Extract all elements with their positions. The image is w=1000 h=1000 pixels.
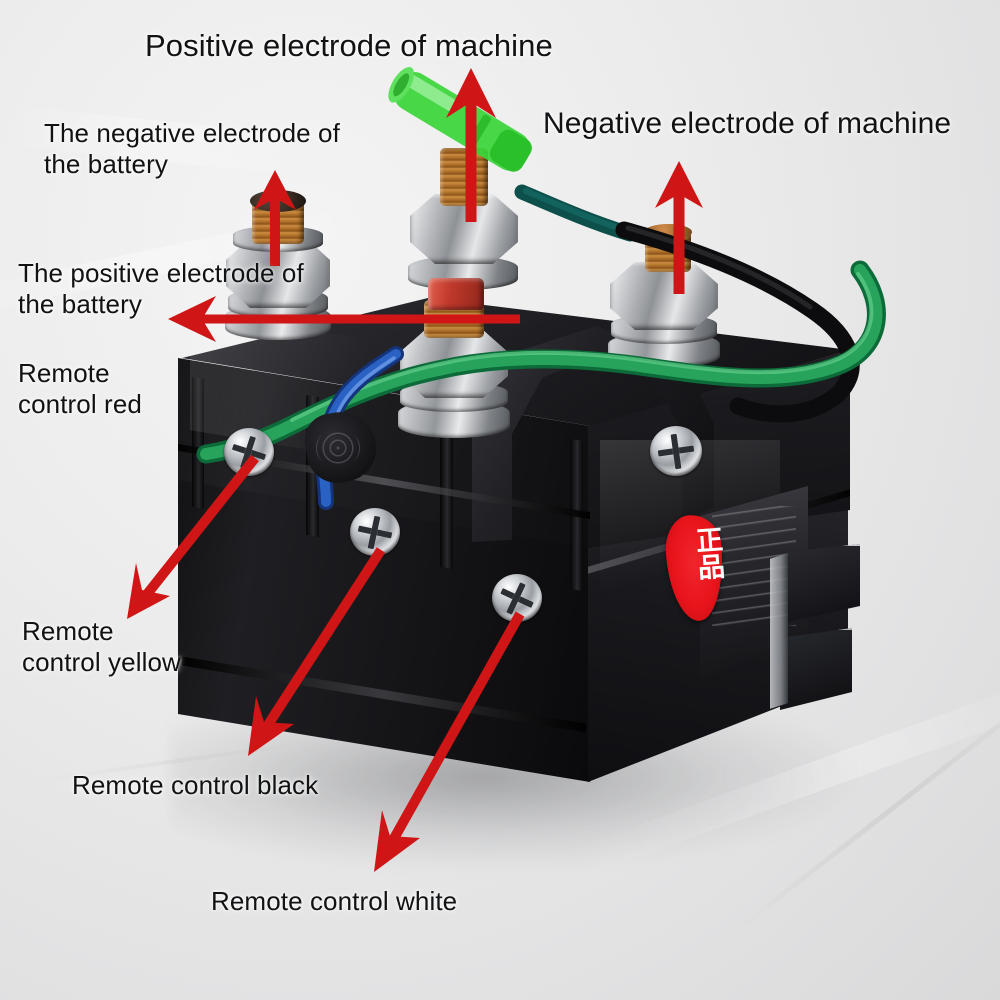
remote-control-white-screw[interactable] — [492, 574, 542, 622]
label-remote-control-black: Remote control black — [72, 770, 319, 800]
remote-control-black-screw[interactable] — [350, 508, 400, 556]
label-positive-electrode-of-the-battery: The positive electrode of the battery — [18, 258, 304, 319]
terminal-stud — [440, 148, 488, 206]
label-positive-electrode-of-machine: Positive electrode of machine — [145, 28, 553, 63]
label-remote-control-red: Remote control red — [18, 358, 142, 419]
label-remote-control-yellow: Remote control yellow — [22, 616, 181, 677]
label-negative-electrode-of-machine: Negative electrode of machine — [543, 107, 952, 140]
mounting-tab-lower — [780, 628, 852, 710]
spare-screw[interactable] — [650, 426, 702, 476]
mounting-tab-upper — [788, 544, 860, 622]
terminal-stud-top — [250, 190, 306, 212]
terminal-stud-top — [644, 224, 692, 240]
wire-grommet-ridges — [316, 428, 360, 468]
mounting-tab-bracket-edge — [770, 553, 788, 709]
label-negative-electrode-of-the-battery: The negative electrode of the battery — [44, 118, 340, 179]
housing-rib-4 — [192, 377, 204, 509]
terminal-stud-red-cap — [428, 278, 484, 310]
genuine-product-sticker-text: 正品 — [690, 525, 725, 582]
terminal-hex-nut — [610, 262, 718, 330]
terminal-hex-nut — [400, 330, 508, 398]
remote-control-yellow-screw[interactable] — [224, 428, 274, 476]
label-remote-control-white: Remote control white — [211, 886, 458, 916]
